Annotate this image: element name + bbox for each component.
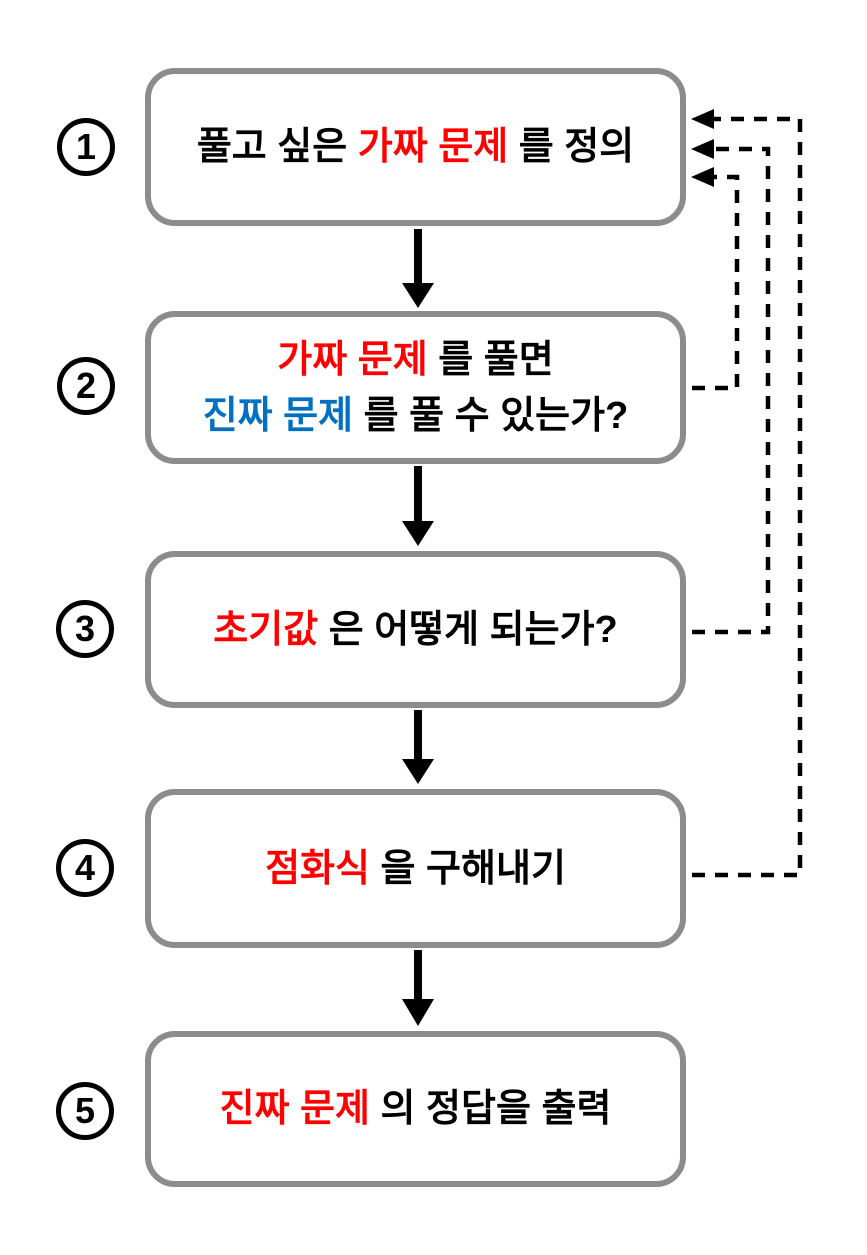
step-5-text-plain: 의 정답을 출력 bbox=[369, 1088, 612, 1130]
feedback-arrow-step3-to-step1 bbox=[691, 139, 771, 635]
step-3-text-plain: 은 어떻게 되는가? bbox=[318, 608, 618, 651]
flow-arrow-step3-to-step4 bbox=[402, 710, 434, 784]
step-3-text: 초기값 은 어떻게 되는가? bbox=[213, 602, 618, 658]
flow-arrow-step2-to-step3 bbox=[402, 466, 434, 546]
step-3-text-emphasis-red: 초기값 bbox=[213, 608, 319, 651]
flow-arrow-step4-to-step5 bbox=[402, 950, 434, 1026]
step-box-2: 가짜 문제 를 풀면 진짜 문제 를 풀 수 있는가? bbox=[145, 311, 686, 464]
step-number-4: 4 bbox=[56, 839, 114, 897]
step-box-5: 진짜 문제 의 정답을 출력 bbox=[145, 1031, 686, 1187]
step-1-text-emphasis-red: 가짜 문제 bbox=[357, 126, 509, 168]
step-number-4-label: 4 bbox=[74, 847, 96, 888]
step-number-3-label: 3 bbox=[74, 608, 96, 649]
step-5-text: 진짜 문제 의 정답을 출력 bbox=[220, 1081, 612, 1137]
step-1-text-plain: 풀고 싶은 bbox=[196, 126, 358, 168]
step-2-text-line1: 가짜 문제 를 풀면 bbox=[277, 332, 553, 388]
flow-arrow-step1-to-step2 bbox=[402, 229, 434, 308]
step-1-text: 풀고 싶은 가짜 문제 를 정의 bbox=[197, 119, 634, 175]
step-4-text: 점화식 을 구해내기 bbox=[265, 841, 566, 897]
step-5-text-emphasis-red: 진짜 문제 bbox=[219, 1088, 370, 1130]
step-2-line1-plain: 를 풀면 bbox=[427, 338, 554, 381]
step-number-2: 2 bbox=[57, 357, 115, 415]
step-2-line2-emphasis-blue: 진짜 문제 bbox=[202, 394, 354, 437]
step-1-text-plain2: 를 정의 bbox=[508, 126, 635, 168]
step-4-text-plain: 을 구해내기 bbox=[369, 847, 566, 890]
step-number-1: 1 bbox=[57, 118, 115, 176]
step-number-3: 3 bbox=[56, 600, 114, 658]
step-box-4: 점화식 을 구해내기 bbox=[145, 789, 686, 948]
step-number-5: 5 bbox=[56, 1082, 114, 1140]
feedback-arrow-step2-to-step1 bbox=[691, 167, 740, 391]
step-number-5-label: 5 bbox=[74, 1090, 96, 1131]
step-4-text-emphasis-red: 점화식 bbox=[265, 847, 370, 890]
step-2-text-line2: 진짜 문제 를 풀 수 있는가? bbox=[203, 388, 629, 444]
step-box-1: 풀고 싶은 가짜 문제 를 정의 bbox=[145, 68, 686, 226]
step-number-1-label: 1 bbox=[75, 126, 97, 167]
step-number-2-label: 2 bbox=[75, 365, 97, 406]
step-2-line1-emphasis-red: 가짜 문제 bbox=[277, 338, 428, 381]
feedback-arrow-step4-to-step1 bbox=[691, 109, 803, 878]
step-2-line2-plain: 를 풀 수 있는가? bbox=[353, 394, 629, 437]
step-box-3: 초기값 은 어떻게 되는가? bbox=[145, 551, 686, 708]
